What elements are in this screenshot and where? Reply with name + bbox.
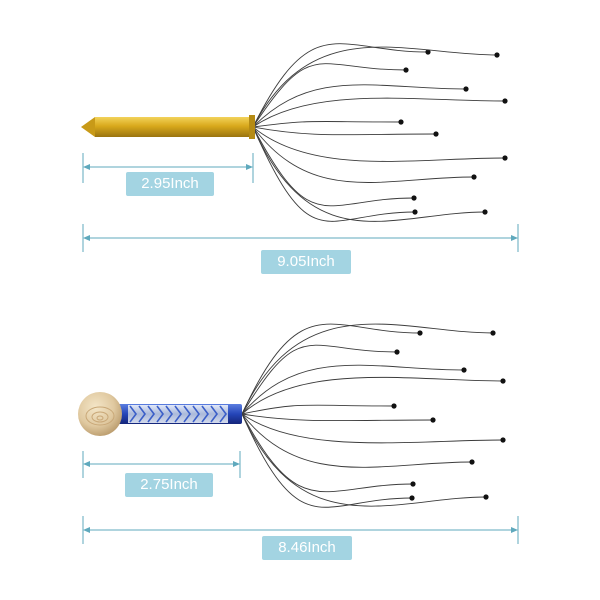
massager-wires-top [252,43,508,222]
blue-handle-grip [128,405,228,423]
massager-wire [252,126,486,222]
massager-wire [252,84,467,128]
massager-bead [433,131,439,137]
massager-wire [252,126,415,207]
massager-wire [241,323,421,415]
massager-wire [241,413,473,468]
massager-wire [241,413,414,493]
top-total-length-value: 9.05 [277,253,307,270]
top-total-length-label: 9.05Inch [261,250,351,274]
grip-stripe [201,405,209,423]
massager-bead [500,437,506,443]
massager-bead [425,49,431,55]
massager-wire [241,413,434,422]
massager-bead [463,86,469,92]
massager-bead [461,367,467,373]
grip-stripe [129,405,137,423]
massager-wire [241,344,398,415]
massager-bead [403,67,409,73]
massager-bead [502,155,508,161]
massager-wire [241,364,465,415]
massager-bead [410,481,416,487]
massager-wire [252,121,402,128]
massager-bead [482,209,488,215]
massager-wire [241,413,413,508]
grip-stripe [192,405,200,423]
massager-wire [252,97,506,128]
top-handle-length-label: 2.95Inch [126,172,214,196]
massager-wire [252,46,498,128]
massager-wire [241,413,487,507]
top-handle-length-unit: Inch [170,175,199,192]
grip-stripe [156,405,164,423]
massager-bead [417,330,423,336]
gold-handle [95,117,253,137]
dimension-top-handle [82,153,254,183]
bottom-total-length-label: 8.46Inch [262,536,352,560]
bottom-handle-length-unit: Inch [169,476,198,493]
massager-wire [241,376,504,415]
massager-bead [483,494,489,500]
gold-handle-collar [249,115,255,139]
massager-bead [471,174,477,180]
massager-wire [252,126,437,136]
massager-bead [411,195,417,201]
dimension-bottom-handle [82,451,241,478]
massager-bead [469,459,475,465]
massager-wire [252,43,429,128]
grip-stripe [147,405,155,423]
bottom-handle-length-label: 2.75Inch [125,473,213,497]
wood-grain [85,406,115,426]
massager-wire [241,413,504,444]
massager-bead [391,403,397,409]
grip-stripe [174,405,182,423]
top-handle-length-value: 2.95 [141,175,171,192]
massager-bead [500,378,506,384]
grip-pattern [129,405,227,423]
wood-ball [78,392,122,436]
massager-bead [398,119,404,125]
dimension-top-total [82,224,519,252]
massager-wire [252,126,475,183]
massager-wire [252,126,506,162]
massager-bead [490,330,496,336]
massager-bead [430,417,436,423]
massager-bead [409,495,415,501]
massager-bead [494,52,500,58]
bottom-total-length-value: 8.46 [278,539,308,556]
grip-stripe [138,405,146,423]
massager-wire [252,126,416,222]
massager-wire [252,63,407,128]
grip-stripe [210,405,218,423]
top-total-length-unit: Inch [306,253,335,270]
massager-bead [394,349,400,355]
grip-stripe [219,405,227,423]
gold-massager [81,43,508,222]
massager-bead [502,98,508,104]
massager-bead [412,209,418,215]
dimension-bottom-total [82,516,519,544]
massager-wire [241,323,494,415]
massager-wire [241,404,395,415]
grip-stripe [183,405,191,423]
gold-handle-tip [81,117,95,137]
grip-stripe [165,405,173,423]
bottom-handle-length-value: 2.75 [140,476,170,493]
blue-massager [78,323,506,508]
massager-wires-bottom [241,323,506,508]
bottom-total-length-unit: Inch [307,539,336,556]
